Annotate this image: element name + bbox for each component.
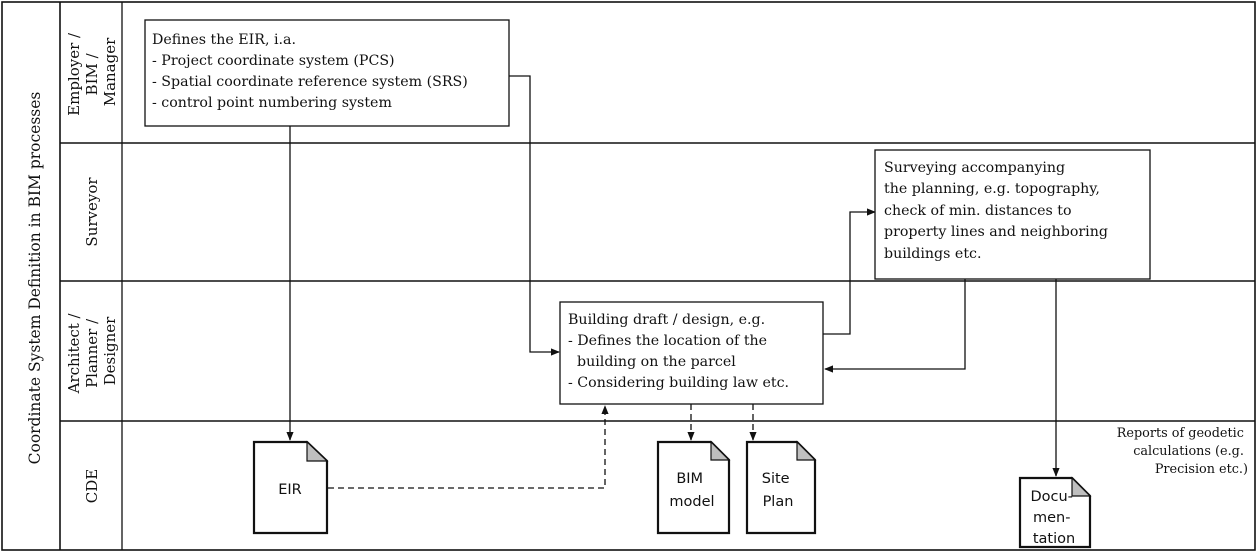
task-text-line: - Considering building law etc. (568, 375, 789, 391)
task-surveying (874, 149, 1151, 280)
lane-label-line: BIM / (83, 52, 101, 95)
task-text-line: Defines the EIR, i.a. (152, 32, 296, 48)
document-eir: EIR (252, 440, 329, 535)
lane-label-line: Manager (101, 37, 119, 106)
document-fold-corner (796, 440, 817, 461)
flow-surveying-to-draft (824, 279, 966, 373)
document-site-plan-label: Site Plan (762, 471, 794, 510)
lane-label-architect: Architect / Planner / Designer (65, 309, 119, 395)
lane-label-employer: Employer / BIM / Manager (65, 28, 119, 116)
task-text-line: check of min. distances to (884, 203, 1072, 219)
document-shape (252, 440, 329, 535)
task-building-draft-text: Building draft / design, e.g. - Defines … (0, 0, 803, 391)
task-text-line: buildings etc. (884, 246, 981, 262)
lane-label-surveyor: Surveyor (83, 177, 101, 247)
task-text-line: Surveying accompanying (884, 160, 1065, 176)
document-fold-corner (306, 440, 329, 462)
document-shape (656, 440, 731, 535)
data-flow-eir-to-draft (328, 405, 609, 489)
task-define-eir-text: Defines the EIR, i.a. - Project coordina… (152, 32, 472, 111)
document-label-line: Docu- (1030, 489, 1072, 505)
lane-label-line: CDE (83, 469, 101, 503)
document-shape (745, 440, 817, 535)
document-documentation-label: Docu- men- tation (1030, 489, 1077, 547)
pool-title: Coordinate System Definition in BIM proc… (26, 92, 44, 465)
flow-draft-to-surveying (823, 208, 876, 335)
document-fold-corner (710, 440, 731, 461)
document-site-plan: Site Plan (745, 440, 817, 535)
document-label-line: Plan (763, 494, 794, 510)
lane-label-cde: CDE (83, 469, 101, 503)
task-text-line: property lines and neighboring (884, 224, 1108, 240)
task-text-line: - Defines the location of the (568, 333, 767, 349)
document-label-line: model (669, 494, 714, 510)
task-text-line: - Project coordinate system (PCS) (152, 53, 395, 69)
flow-eir-to-building-draft (509, 75, 560, 356)
lane-label-line: Surveyor (83, 177, 101, 247)
document-bim-model-label: BIM model (669, 471, 714, 510)
task-text-line: Building draft / design, e.g. (568, 312, 765, 328)
document-label-line: BIM (676, 471, 703, 487)
lane-label-line: Employer / (65, 32, 83, 116)
document-label-line: tation (1033, 531, 1075, 547)
task-surveying-text: Surveying accompanying the planning, e.g… (884, 160, 1112, 262)
task-text-line: the planning, e.g. topography, (884, 181, 1100, 197)
document-label-line: EIR (278, 482, 302, 498)
task-text-line: - Spatial coordinate reference system (S… (152, 74, 468, 90)
task-text-line: - control point numbering system (152, 95, 392, 111)
lane-label-line: Designer (101, 316, 119, 386)
annotation-line: Reports of geodetic (1117, 426, 1244, 441)
document-bim-model: BIM model (656, 440, 731, 535)
lane-label-line: Architect / (65, 312, 83, 394)
document-eir-label: EIR (278, 482, 302, 498)
lane-label-line: Planner / (83, 318, 101, 388)
document-label-line: men- (1033, 510, 1070, 526)
document-label-line: Site (762, 471, 790, 487)
annotation-geodetic-reports: Reports of geodetic calculations (e.g. P… (1117, 426, 1248, 477)
annotation-line: calculations (e.g. (1133, 444, 1244, 459)
document-fold-corner (1071, 476, 1092, 497)
document-documentation: Docu- men- tation (1018, 476, 1092, 549)
task-define-eir (144, 19, 510, 127)
task-text-line: building on the parcel (568, 354, 736, 370)
annotation-line: Precision etc.) (1155, 462, 1248, 477)
task-building-draft (559, 301, 824, 405)
